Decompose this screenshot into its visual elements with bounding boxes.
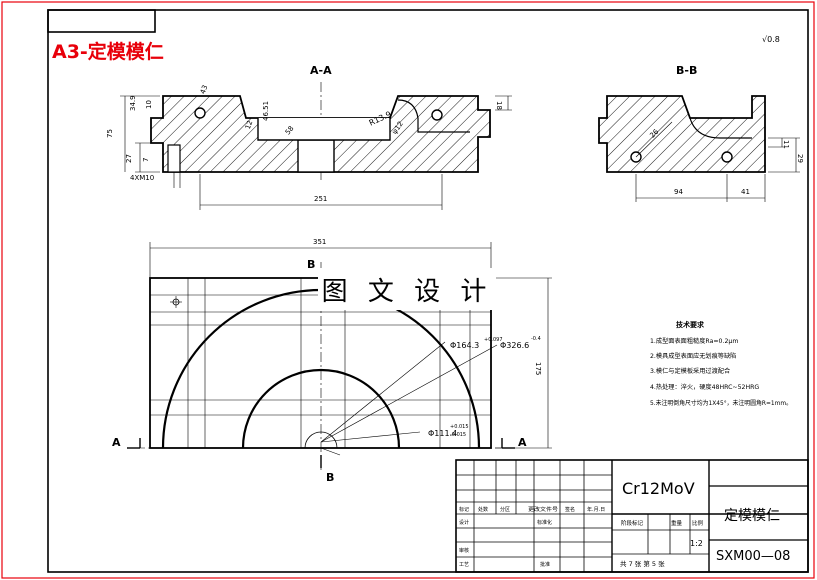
sheet-label: A3-定模模仁 <box>52 40 164 63</box>
dim-aa-12: 12 <box>244 119 255 130</box>
dim-bb-41: 41 <box>741 188 750 196</box>
top-left-box <box>47 9 156 33</box>
dims-aa <box>120 95 512 210</box>
dim-bb-29: 29 <box>796 154 804 163</box>
dim-aa-27: 27 <box>125 154 133 163</box>
dim-aa-58: 58 <box>284 124 296 136</box>
row-label-process: 工艺 <box>459 562 469 568</box>
dim-aa-18: 18 <box>495 101 503 110</box>
rev-header-5: 签名 <box>565 506 575 513</box>
title-block <box>455 459 809 573</box>
section-a-mark-left: A <box>112 436 121 449</box>
dim-aa-46-51: 46.51 <box>262 101 270 121</box>
stage-header-1: 阶段标记 <box>621 519 644 527</box>
dim-plan-175: 175 <box>534 362 542 375</box>
dim-aa-10: 10 <box>145 100 153 109</box>
stage-header-2: 重量 <box>671 519 683 527</box>
dim-plan-d164-tol: +0.097 <box>484 337 503 343</box>
dim-plan-d326-tol: -0.4 <box>531 336 541 342</box>
row-label-std: 标准化 <box>537 519 552 526</box>
stage-header-3: 比例 <box>692 519 704 527</box>
dim-plan-d326: Φ326.6 <box>500 341 529 350</box>
dim-plan-351: 351 <box>313 238 326 246</box>
material: Cr12MoV <box>622 479 695 498</box>
note-2: 2.模具成型表面应无划痕等缺陷 <box>650 352 736 360</box>
dim-bb-94: 94 <box>674 188 683 196</box>
dim-aa-7: 7 <box>142 158 150 162</box>
dim-plan-d164: Φ164.3 <box>450 341 479 350</box>
dim-aa-4xm10: 4XM10 <box>130 174 154 182</box>
dims-plan <box>149 242 552 449</box>
dim-aa-251: 251 <box>314 195 327 203</box>
note-4: 4.热处理：淬火，硬度48HRC~52HRG <box>650 383 759 391</box>
section-b-mark-top: B <box>307 258 315 271</box>
rev-header-1: 标记 <box>459 506 469 513</box>
note-5: 5.未注明倒角尺寸均为1X45°，未注明圆角R=1mm。 <box>650 399 792 407</box>
section-aa-view <box>150 95 491 173</box>
dim-aa-75: 75 <box>106 129 114 138</box>
note-3: 3.模仁与定模板采用过渡配合 <box>650 367 730 375</box>
sheet-count: 共 7 张 第 5 张 <box>620 559 665 568</box>
section-bb-label: B-B <box>676 64 697 77</box>
scale-value: 1:2 <box>690 539 703 548</box>
dim-aa-43: 43 <box>199 84 210 95</box>
inner-frame <box>47 9 809 573</box>
watermark: 图 文 设 计 <box>318 268 496 310</box>
rev-header-2: 处数 <box>478 506 488 513</box>
row-label-approve: 批准 <box>540 561 550 568</box>
rev-header-4: 更改文件号 <box>528 506 558 513</box>
rev-header-3: 分区 <box>500 506 510 513</box>
row-label-design: 设计 <box>459 519 469 526</box>
notes-title: 技术要求 <box>676 320 705 329</box>
dim-bb-11: 11 <box>782 140 790 149</box>
section-a-mark-right: A <box>518 436 527 449</box>
part-name: 定模模仁 <box>724 508 780 524</box>
section-aa-label: A-A <box>310 64 332 77</box>
section-bb-view <box>598 95 766 173</box>
row-label-review: 审核 <box>459 547 469 554</box>
roughness-mark: √0.8 <box>762 35 780 44</box>
tech-notes: 技术要求 1.成型面表面粗糙度Ra=0.2μm 2.模具成型表面应无划痕等缺陷 … <box>650 320 792 407</box>
dim-plan-d111-tol-up: +0.015 <box>450 424 469 430</box>
note-1: 1.成型面表面粗糙度Ra=0.2μm <box>650 337 738 345</box>
dim-aa-34-9: 34.9 <box>129 95 137 111</box>
dim-plan-d111: Φ111.4 <box>428 429 457 438</box>
drawing-no: SXM00—08 <box>716 549 790 564</box>
rev-header-6: 年.月.日 <box>587 506 605 513</box>
section-b-mark-bottom: B <box>326 471 334 484</box>
dim-plan-d111-tol-lo: -0.015 <box>450 432 466 438</box>
dims-bb <box>635 121 800 202</box>
